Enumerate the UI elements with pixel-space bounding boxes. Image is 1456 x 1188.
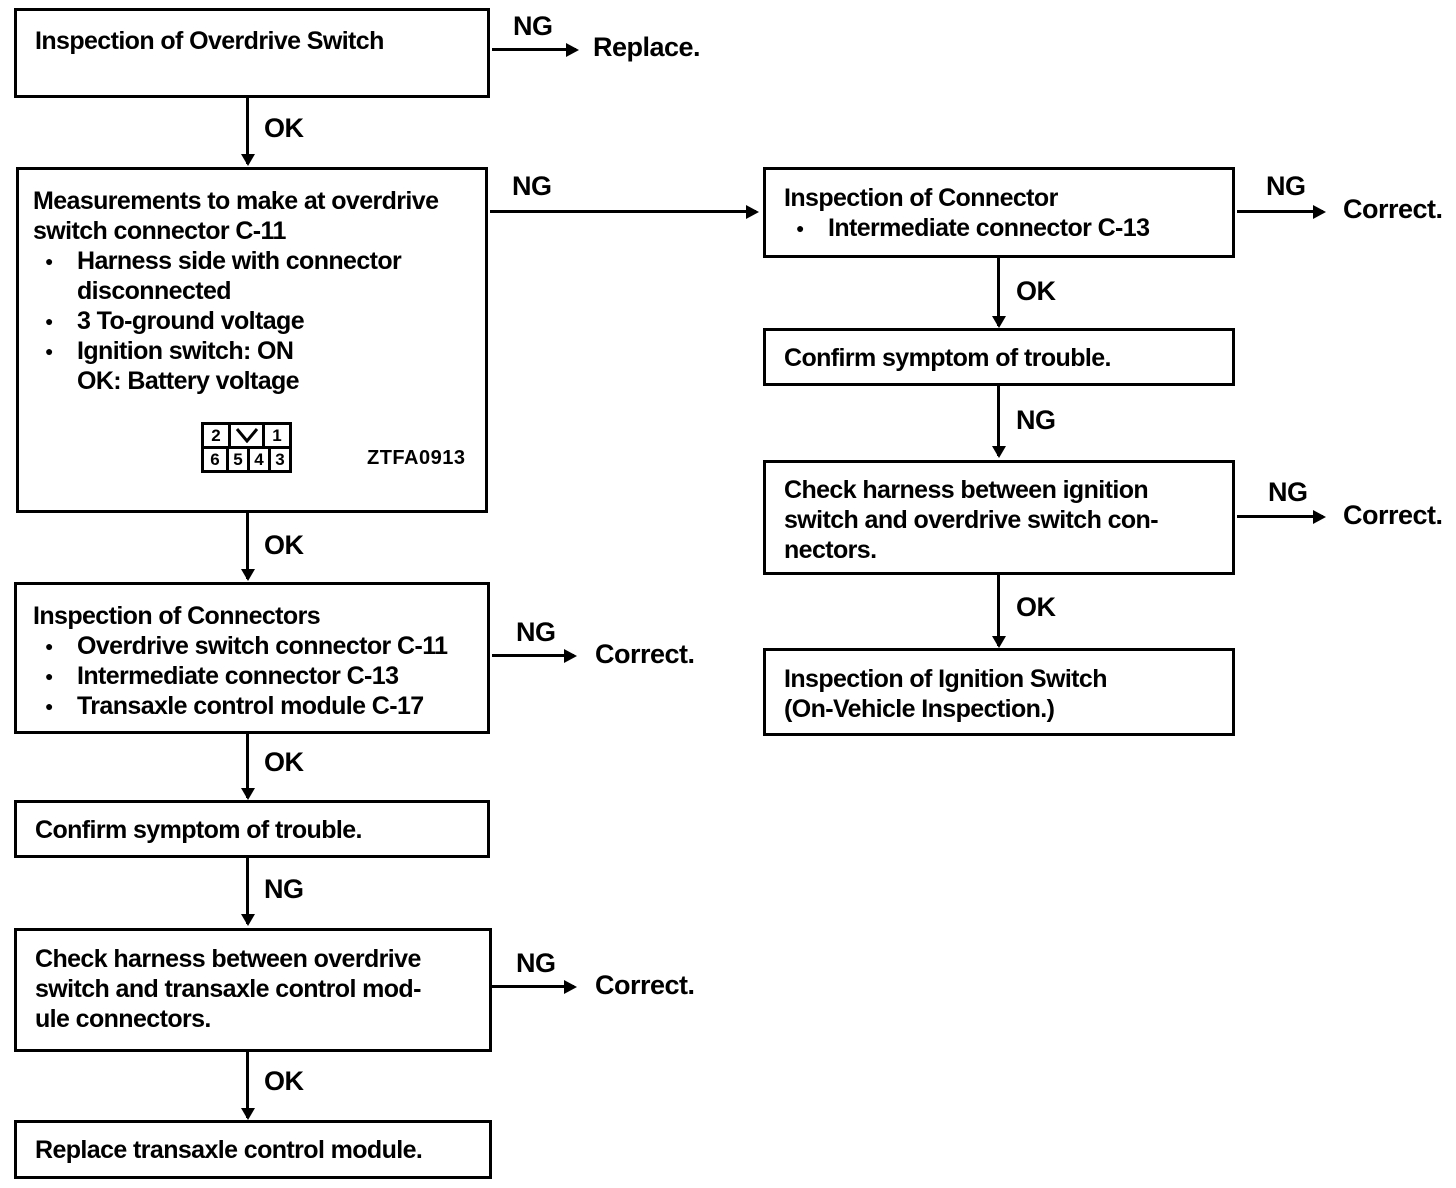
arrow-right-icon	[490, 204, 759, 219]
bullet-icon: ●	[45, 313, 53, 329]
bullet-text: Transaxle control module C-17	[77, 692, 424, 720]
outcome-correct: Correct.	[1343, 500, 1443, 530]
node-title: Measurements to make at overdrive switch…	[33, 187, 439, 245]
connector-keyway-icon	[228, 425, 262, 446]
pin-3: 3	[268, 449, 289, 470]
outcome-correct: Correct.	[1343, 194, 1443, 224]
bullet-icon: ●	[45, 638, 53, 654]
arrowhead-icon	[1313, 509, 1326, 524]
arrowhead-icon	[240, 914, 255, 926]
ng-label: NG	[1016, 405, 1056, 435]
pin-5: 5	[226, 449, 247, 470]
arrowhead-icon	[564, 648, 577, 663]
arrowhead-icon	[240, 569, 255, 581]
arrow-down-icon	[240, 1052, 255, 1120]
node-title: Inspection of Connectors	[33, 602, 321, 630]
node-inspect-overdrive-switch: Inspection of Overdrive Switch	[14, 8, 490, 98]
ng-label: NG	[1268, 477, 1308, 507]
node-inspect-ignition-switch: Inspection of Ignition Switch (On-Vehicl…	[763, 648, 1235, 736]
node-title: Inspection of Ignition Switch (On-Vehicl…	[784, 665, 1107, 723]
ng-label: NG	[512, 171, 552, 201]
bullet-text: Overdrive switch connector C-11	[77, 632, 448, 660]
arrow-down-icon	[240, 858, 255, 926]
bullet-icon: ●	[45, 343, 53, 359]
pin-4: 4	[247, 449, 268, 470]
node-title: Inspection of Overdrive Switch	[35, 27, 384, 55]
bullet-icon: ●	[45, 668, 53, 684]
ok-label: OK	[264, 113, 304, 143]
bullet-item: ● Ignition switch: ON OK: Battery voltag…	[33, 336, 485, 396]
bullet-item: ● Intermediate connector C-13	[33, 661, 487, 691]
bullet-item: ● 3 To-ground voltage	[33, 306, 485, 336]
ok-label: OK	[1016, 276, 1056, 306]
arrowhead-icon	[1313, 204, 1326, 219]
node-check-harness-ign-od: Check harness between ignition switch an…	[763, 460, 1235, 575]
node-inspect-connectors: Inspection of Connectors ● Overdrive swi…	[14, 582, 490, 734]
bullet-text: Harness side with connector disconnected	[77, 247, 402, 305]
arrow-down-icon	[240, 98, 255, 166]
arrow-right-icon	[1237, 204, 1326, 219]
arrow-right-icon	[492, 42, 579, 57]
connector-pin-row-bottom: 6 5 4 3	[204, 446, 289, 470]
node-title: Confirm symptom of trouble.	[35, 816, 362, 844]
arrow-down-icon	[991, 575, 1006, 648]
node-title: Confirm symptom of trouble.	[784, 344, 1111, 372]
ng-label: NG	[516, 617, 556, 647]
arrow-down-icon	[240, 734, 255, 800]
arrowhead-icon	[991, 316, 1006, 328]
bullet-text: 3 To-ground voltage	[77, 307, 305, 335]
arrow-right-icon	[1237, 509, 1326, 524]
ok-label: OK	[264, 1066, 304, 1096]
bullet-text: Intermediate connector C-13	[828, 214, 1150, 242]
arrow-right-icon	[492, 979, 577, 994]
ng-label: NG	[1266, 171, 1306, 201]
node-confirm-symptom-right: Confirm symptom of trouble.	[763, 328, 1235, 386]
ng-label: NG	[264, 874, 304, 904]
ng-label: NG	[516, 948, 556, 978]
bullet-icon: ●	[796, 220, 804, 236]
bullet-icon: ●	[45, 253, 53, 269]
ok-label: OK	[1016, 592, 1056, 622]
bullet-icon: ●	[45, 698, 53, 714]
arrowhead-icon	[240, 154, 255, 166]
node-check-harness-od-tcm: Check harness between overdrive switch a…	[14, 928, 492, 1052]
arrowhead-icon	[566, 42, 579, 57]
arrowhead-icon	[991, 446, 1006, 458]
bullet-text: Ignition switch: ON OK: Battery voltage	[77, 337, 300, 395]
connector-pinout-icon: 2 1 6 5 4 3	[201, 422, 292, 473]
arrowhead-icon	[564, 979, 577, 994]
arrowhead-icon	[240, 1108, 255, 1120]
bullet-item: ● Transaxle control module C-17	[33, 691, 487, 721]
node-title: Replace transaxle control module.	[35, 1136, 423, 1164]
node-title: Inspection of Connector	[784, 184, 1058, 212]
arrowhead-icon	[240, 788, 255, 800]
pin-2: 2	[211, 426, 221, 445]
node-measurements-c11: Measurements to make at overdrive switch…	[16, 167, 488, 513]
ok-label: OK	[264, 530, 304, 560]
outcome-replace: Replace.	[593, 32, 701, 62]
outcome-correct: Correct.	[595, 639, 695, 669]
arrow-right-icon	[492, 648, 577, 663]
ok-label: OK	[264, 747, 304, 777]
arrow-down-icon	[240, 513, 255, 581]
arrowhead-icon	[991, 636, 1006, 648]
bullet-item: ● Harness side with connector disconnect…	[33, 246, 485, 306]
node-inspect-connector-c13: Inspection of Connector ● Intermediate c…	[763, 167, 1235, 258]
outcome-correct: Correct.	[595, 970, 695, 1000]
node-replace-tcm: Replace transaxle control module.	[14, 1120, 492, 1179]
bullet-text: Intermediate connector C-13	[77, 662, 399, 690]
figure-code: ZTFA0913	[367, 447, 466, 469]
node-title: Check harness between ignition switch an…	[784, 476, 1159, 564]
node-confirm-symptom-left: Confirm symptom of trouble.	[14, 800, 490, 858]
node-title: Check harness between overdrive switch a…	[35, 945, 421, 1033]
pin-6: 6	[210, 450, 220, 469]
arrow-down-icon	[991, 258, 1006, 328]
arrowhead-icon	[746, 204, 759, 219]
arrow-down-icon	[991, 386, 1006, 458]
pin-1: 1	[262, 425, 289, 446]
bullet-item: ● Overdrive switch connector C-11	[33, 631, 487, 661]
ng-label: NG	[513, 11, 553, 41]
connector-pin-row-top: 2 1	[204, 425, 289, 446]
bullet-item: ● Intermediate connector C-13	[784, 213, 1232, 243]
